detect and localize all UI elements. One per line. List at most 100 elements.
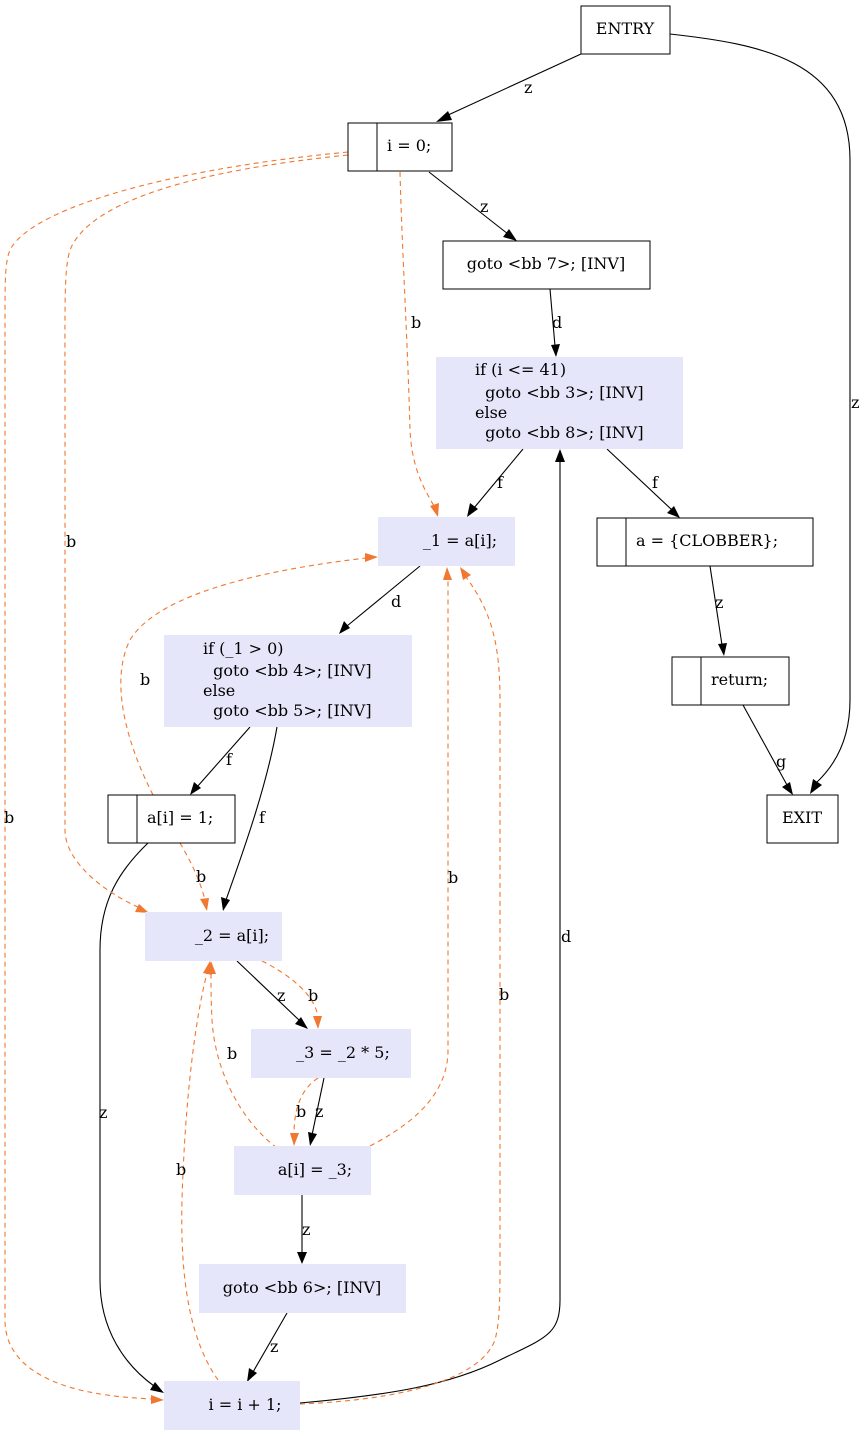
edge-label: b bbox=[227, 1044, 237, 1063]
arrowhead bbox=[810, 779, 822, 794]
node-store3[interactable]: a[i] = _3; bbox=[234, 1146, 371, 1195]
node-entry-label: ENTRY bbox=[596, 19, 655, 38]
edge-label: b bbox=[66, 532, 76, 551]
solid-edges: z z z d f f z g d f bbox=[99, 33, 859, 1404]
edge-label: f bbox=[652, 473, 659, 492]
arrowhead bbox=[467, 503, 478, 517]
edge-label: z bbox=[270, 1337, 278, 1356]
node-entry[interactable]: ENTRY bbox=[580, 5, 671, 55]
edge-i0-to-load2 bbox=[64, 154, 349, 909]
edge-label: z bbox=[99, 1103, 107, 1122]
node-cond0-line-4: goto <bb 5>; [INV] bbox=[203, 701, 372, 720]
node-cond41-label: if (i <= 41) goto <bb 3>; [INV] else got… bbox=[0, 0, 689, 442]
node-load1[interactable]: _1 = a[i]; bbox=[378, 517, 515, 566]
arrowhead bbox=[297, 1252, 307, 1264]
edge-label: d bbox=[561, 927, 571, 946]
edge-load2-to-mul-b bbox=[261, 960, 319, 1018]
edge-label: b bbox=[4, 808, 14, 827]
arrowhead bbox=[151, 1395, 164, 1404]
arrowhead bbox=[221, 897, 230, 911]
edge-label: b bbox=[308, 986, 318, 1005]
edge-cond0-to-load2 bbox=[225, 726, 278, 901]
node-cond0-label: if (_1 > 0) goto <bb 4>; [INV] else goto… bbox=[0, 0, 417, 720]
edge-load2-to-mul bbox=[236, 960, 301, 1022]
edge-store1-to-load2 bbox=[179, 842, 206, 901]
node-cond0-line-3: else bbox=[203, 681, 235, 700]
nodes: ENTRY i = 0; goto <bb 7>; [INV] if (i <=… bbox=[0, 0, 839, 1430]
node-load2-label: _2 = a[i]; bbox=[195, 926, 269, 945]
arrowhead bbox=[551, 344, 560, 357]
edge-store3-to-load1 bbox=[369, 580, 449, 1147]
node-cond41-line-1: if (i <= 41) bbox=[475, 360, 566, 379]
edge-store1-to-inc bbox=[99, 842, 155, 1387]
edge-label: z bbox=[302, 1220, 310, 1239]
edge-cond0-to-store1 bbox=[196, 726, 251, 788]
edge-entry-to-i0 bbox=[445, 53, 582, 117]
node-inc-label: i = i + 1; bbox=[209, 1395, 282, 1414]
arrowhead bbox=[295, 1017, 308, 1029]
arrowhead bbox=[313, 1016, 322, 1029]
edge-label: d bbox=[552, 313, 562, 332]
edge-inc-to-load2 bbox=[181, 972, 219, 1381]
node-load2[interactable]: _2 = a[i]; bbox=[145, 912, 282, 961]
edge-label: b bbox=[499, 985, 509, 1004]
arrowhead bbox=[718, 643, 727, 656]
node-cond41-line-3: else bbox=[475, 403, 507, 422]
node-exit-label: EXIT bbox=[782, 808, 822, 827]
arrowhead bbox=[503, 229, 517, 241]
arrowhead bbox=[460, 567, 471, 580]
edge-label: z bbox=[524, 78, 532, 97]
arrowhead bbox=[365, 553, 378, 562]
edge-i0-to-load1 bbox=[399, 171, 435, 507]
node-return-label: return; bbox=[711, 670, 768, 689]
node-goto6-label: goto <bb 6>; [INV] bbox=[223, 1278, 381, 1297]
arrowhead bbox=[150, 1382, 164, 1393]
node-inc[interactable]: i = i + 1; bbox=[164, 1381, 300, 1430]
edge-store1-to-load1 bbox=[120, 557, 367, 796]
edge-label: b bbox=[411, 313, 421, 332]
edge-label: f bbox=[497, 473, 504, 492]
edge-label: z bbox=[851, 393, 859, 412]
node-mul[interactable]: _3 = _2 * 5; bbox=[251, 1029, 411, 1078]
arrowhead bbox=[555, 449, 565, 462]
edge-label: b bbox=[296, 1102, 306, 1121]
arrowhead bbox=[247, 1368, 257, 1382]
edge-label: f bbox=[259, 808, 266, 827]
arrowhead bbox=[339, 621, 350, 634]
edge-i0-to-goto7 bbox=[428, 171, 509, 235]
edge-return-to-exit bbox=[742, 704, 788, 786]
node-return[interactable]: return; bbox=[671, 656, 790, 706]
node-goto7[interactable]: goto <bb 7>; [INV] bbox=[442, 240, 651, 290]
node-store3-label: a[i] = _3; bbox=[278, 1160, 352, 1179]
edge-label: f bbox=[226, 750, 233, 769]
node-clobber-label: a = {CLOBBER}; bbox=[636, 531, 778, 550]
edge-label: b bbox=[176, 1160, 186, 1179]
node-cond0-line-2: goto <bb 4>; [INV] bbox=[203, 661, 372, 680]
edge-mul-to-store3 bbox=[311, 1077, 325, 1136]
node-store1[interactable]: a[i] = 1; bbox=[107, 794, 236, 844]
arrowhead bbox=[782, 782, 793, 795]
edge-inc-to-load1 bbox=[299, 576, 501, 1405]
node-cond41[interactable]: if (i <= 41) goto <bb 3>; [INV] else got… bbox=[0, 0, 689, 449]
edge-label: b bbox=[140, 670, 150, 689]
node-i0[interactable]: i = 0; bbox=[347, 122, 453, 172]
node-cond0[interactable]: if (_1 > 0) goto <bb 4>; [INV] else goto… bbox=[0, 0, 417, 727]
arrowhead bbox=[135, 904, 149, 913]
node-clobber[interactable]: a = {CLOBBER}; bbox=[596, 517, 814, 567]
edge-label: b bbox=[196, 867, 206, 886]
dashed-edges: b b b b b b b b b b bbox=[4, 151, 509, 1405]
node-goto6[interactable]: goto <bb 6>; [INV] bbox=[199, 1264, 406, 1313]
node-mul-label: _3 = _2 * 5; bbox=[296, 1043, 390, 1062]
arrowhead bbox=[430, 503, 439, 517]
arrowhead bbox=[190, 782, 201, 795]
edge-label: d bbox=[391, 592, 401, 611]
arrowhead bbox=[443, 567, 452, 580]
edge-label: z bbox=[277, 986, 285, 1005]
edge-label: g bbox=[776, 752, 786, 771]
edge-goto7-to-cond41 bbox=[549, 288, 556, 347]
node-cond0-line-1: if (_1 > 0) bbox=[203, 639, 284, 658]
edge-cond41-to-load1 bbox=[473, 448, 524, 509]
node-store1-label: a[i] = 1; bbox=[147, 808, 213, 827]
node-exit[interactable]: EXIT bbox=[766, 794, 839, 844]
